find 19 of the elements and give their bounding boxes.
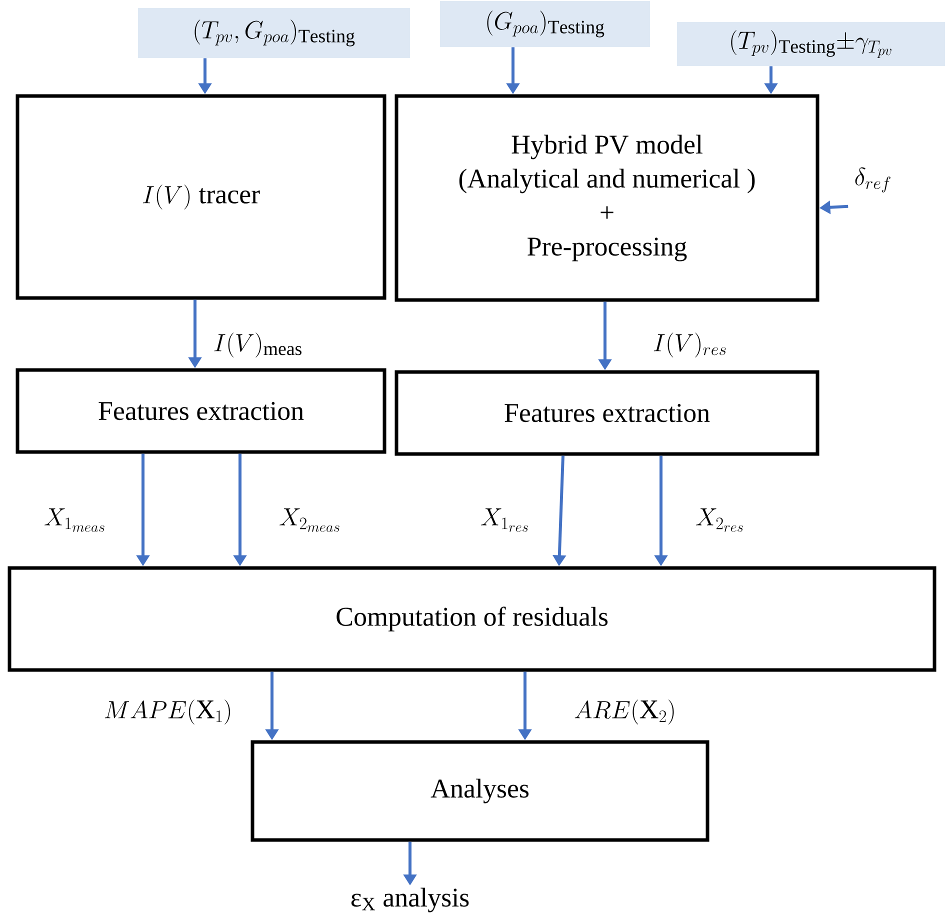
- process-box: $I(V)\text{ tracer}$: [16, 94, 386, 300]
- edge-label: $I(V)_{res}$: [654, 332, 726, 358]
- process-box: Features extraction: [394, 370, 820, 456]
- edge-label: $X_{2_{meas}}$: [280, 508, 340, 532]
- edge-label: $X_{1_{res}}$: [481, 508, 528, 532]
- edge-label: $X_{2_{res}}$: [696, 508, 743, 532]
- output-label: $\text{ε}_{\text{X}}\text{ analysis}$: [351, 888, 469, 912]
- process-box: Features extraction: [16, 368, 386, 454]
- process-box: Computation of residuals: [8, 566, 936, 672]
- edge-label: $I(V)_{\mathrm{meas}}$: [214, 332, 302, 358]
- edge-label: $MAPE(\mathrm{X}_1)$: [104, 700, 230, 724]
- process-box: Analyses: [250, 740, 710, 842]
- input-label: $(T_{pv})_{\mathrm{Testing}}{\pm}\gamma_{T_{pv}}$: [677, 22, 945, 66]
- input-label: $(T_{pv}, G_{poa})_{\mathrm{Testing}}$: [138, 8, 410, 58]
- edge-label: $ARE(\mathrm{X}_2)$: [574, 700, 674, 724]
- parameter-label: $\delta_{ref}$: [855, 167, 890, 192]
- edge-label: $X_{1_{meas}}$: [44, 508, 104, 532]
- process-box: Hybrid PV model (Analytical and numerical ) + Pre-processing: [394, 94, 820, 302]
- input-label: $(G_{poa})_{\mathrm{Testing}}$: [440, 1, 650, 47]
